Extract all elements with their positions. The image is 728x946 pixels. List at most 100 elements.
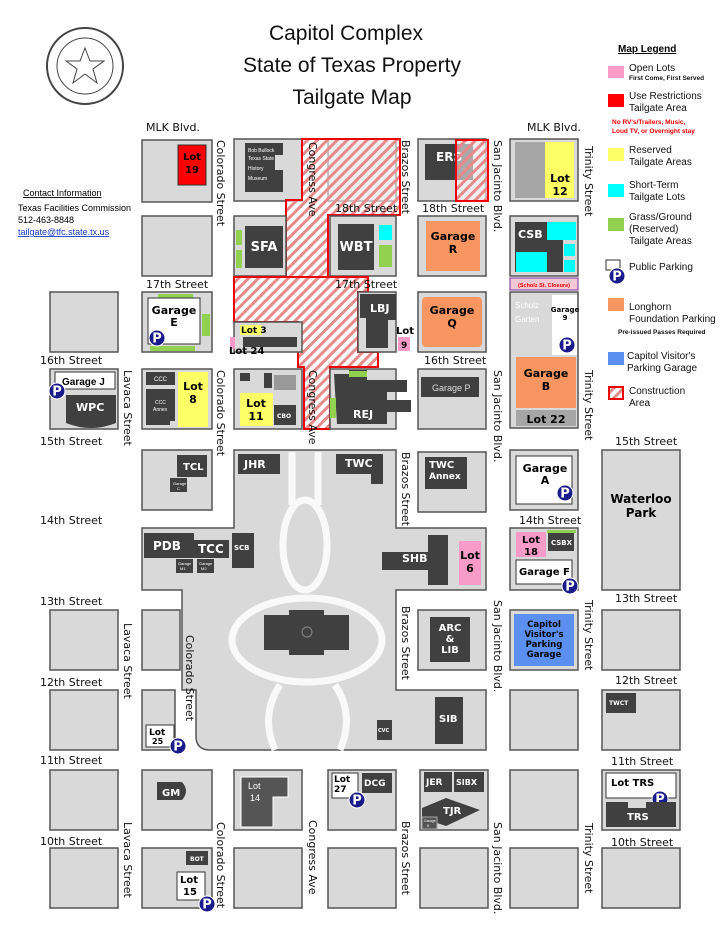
- arc-lib-label-2: &: [446, 634, 455, 645]
- grass-area: [547, 530, 576, 533]
- lot-6[interactable]: [459, 541, 481, 585]
- grass-area: [158, 294, 193, 298]
- street-trinity: Trinity Street: [582, 599, 595, 671]
- legend-swatch-construction: [608, 386, 624, 400]
- lot-24[interactable]: [230, 337, 235, 349]
- sibx-label: SIBX: [456, 778, 478, 787]
- public-parking-icon: [198, 895, 216, 913]
- legend-open-lots-sub: First Come, First Served: [629, 75, 704, 82]
- lot-12-label-2: 12: [552, 185, 567, 198]
- garage-p[interactable]: [421, 377, 479, 397]
- garage-k[interactable]: [421, 816, 438, 830]
- sib-building: [435, 697, 463, 744]
- lot-22[interactable]: [516, 410, 576, 426]
- ccc-annex-label-2: Annex: [153, 407, 168, 413]
- short-term-lot[interactable]: [564, 244, 575, 256]
- legend-longhorn-2: Foundation Parking: [629, 314, 716, 325]
- gm-building: [157, 782, 186, 800]
- legend-swatch-reserved: [608, 148, 624, 161]
- lot-25-label-2: 25: [152, 737, 164, 746]
- legend-swatch-visitor: [608, 352, 624, 365]
- short-term-lot[interactable]: [379, 225, 392, 240]
- street-san-jacinto: San Jacinto Blvd.: [491, 140, 504, 232]
- shb-label: SHB: [402, 552, 428, 565]
- garage-e-label: Garage: [152, 304, 197, 317]
- short-term-lot[interactable]: [516, 252, 547, 272]
- garage-k-label: Garage: [424, 819, 436, 823]
- block-empty: [233, 847, 303, 909]
- garage-q[interactable]: [422, 297, 482, 347]
- block-empty: [141, 609, 181, 671]
- contact-heading: Contact Information: [23, 188, 102, 198]
- bullock-museum: [245, 143, 283, 192]
- capitol-visitors-parking-garage[interactable]: [514, 614, 574, 666]
- short-term-lot[interactable]: [564, 260, 575, 272]
- lot-15[interactable]: [176, 871, 206, 901]
- garage-p-label: Garage P: [432, 383, 471, 393]
- street-14th: 14th Street: [40, 514, 103, 527]
- grass-area: [330, 398, 336, 418]
- dcg-label: DCG: [364, 779, 385, 789]
- garage-m1-label: Garage: [178, 561, 192, 566]
- building: [274, 375, 296, 390]
- legend-restricted-note: No RV's/Trailers, Music,: [612, 119, 686, 126]
- twc-annex-building: [425, 457, 467, 489]
- lot-9[interactable]: [398, 337, 410, 351]
- street-10th: 10th Street: [611, 836, 674, 849]
- lot-3[interactable]: [240, 325, 262, 335]
- building: [240, 373, 250, 381]
- street-brazos: Brazos Street: [399, 821, 412, 896]
- twc-annex-label: TWC: [429, 460, 454, 471]
- garage-b[interactable]: [516, 357, 576, 408]
- lot-25-label: Lot: [149, 728, 166, 738]
- lot-25[interactable]: [145, 724, 175, 748]
- legend-title: Map Legend: [618, 44, 676, 55]
- garage-c-label: Garage: [173, 481, 187, 486]
- street-congress: Congress Ave: [306, 142, 319, 217]
- lot-14[interactable]: [240, 776, 289, 828]
- svg-text:Bob Bullock: Bob Bullock: [248, 148, 275, 154]
- lot-9-label-2: 9: [401, 341, 407, 351]
- legend-reserved-2: Tailgate Areas: [629, 157, 692, 168]
- gm-label: GM: [162, 788, 180, 799]
- rej-label: REJ: [353, 408, 373, 421]
- lot-18[interactable]: [516, 532, 546, 557]
- garage-c[interactable]: [170, 478, 187, 492]
- contact-email-link[interactable]: tailgate@tfc.state.tx.us: [18, 227, 110, 237]
- grass-area: [379, 245, 392, 267]
- lot-8[interactable]: [178, 372, 208, 427]
- twct-label: TWCT: [609, 700, 629, 707]
- street-11th: 11th Street: [40, 754, 103, 767]
- garage-q-label: Garage: [430, 304, 475, 317]
- pdb-label: PDB: [153, 539, 181, 553]
- lot-11[interactable]: [240, 393, 273, 426]
- garage-m1[interactable]: [176, 559, 193, 573]
- garage-c-label-2: C: [177, 486, 180, 491]
- street-colorado: Colorado Street: [214, 822, 227, 909]
- rej-building: [334, 370, 411, 424]
- lot-19[interactable]: [177, 144, 207, 186]
- garage-j[interactable]: [54, 371, 116, 390]
- shb-building: [382, 535, 448, 585]
- sfa-building: [245, 226, 283, 268]
- bot-label: BOT: [190, 856, 205, 863]
- lot-12[interactable]: [545, 142, 574, 198]
- street-colorado: Colorado Street: [214, 370, 227, 457]
- ccc-annex-label: CCC: [155, 400, 166, 406]
- street-lavaca: Lavaca Street: [121, 370, 134, 447]
- building: [243, 337, 297, 347]
- lot-8-label-2: 8: [189, 393, 197, 406]
- garage-r[interactable]: [426, 221, 480, 271]
- sib-label: SIB: [439, 714, 458, 725]
- street-lavaca: Lavaca Street: [121, 822, 134, 899]
- capitol-dome: [301, 626, 313, 638]
- ccc-building: [146, 372, 175, 385]
- csbx-building: [548, 533, 574, 551]
- short-term-lot[interactable]: [547, 222, 576, 240]
- garage-m2[interactable]: [197, 559, 214, 573]
- block-twct: [601, 689, 681, 751]
- legend-public-parking: Public Parking: [629, 262, 693, 273]
- garage-f[interactable]: [515, 559, 573, 585]
- garage-a-label-2: A: [541, 474, 550, 487]
